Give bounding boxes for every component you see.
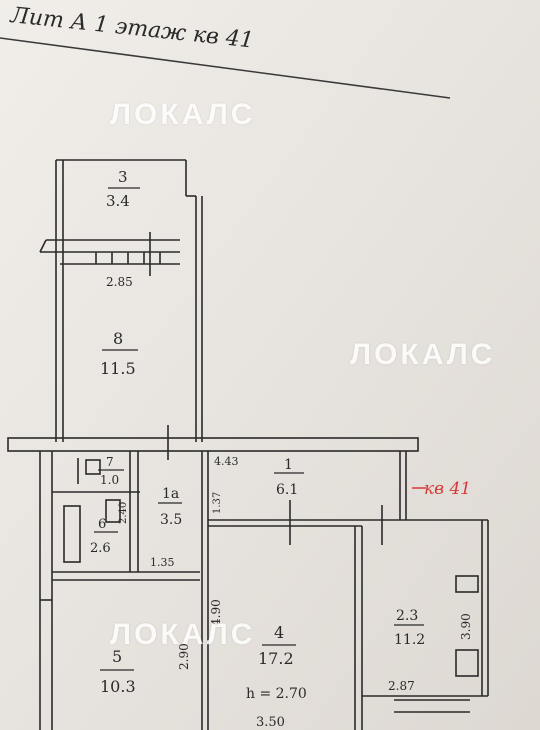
room-1a-area: 3.5	[160, 512, 182, 528]
room-8-area: 11.5	[100, 359, 136, 378]
dim-balcony-top: 2.85	[106, 275, 133, 289]
dim-corridor: 4.43	[214, 455, 239, 468]
room-8-number: 8	[113, 329, 123, 348]
dim-hall-side: 1.37	[212, 492, 223, 514]
room-3-area: 3.4	[106, 192, 130, 210]
dim-room6-side: 2.40	[118, 502, 129, 524]
fraction-bars	[94, 187, 424, 671]
dim-room5-side: 2.90	[177, 643, 191, 670]
room-1a-number: 1а	[162, 486, 179, 502]
room-5-area: 10.3	[100, 677, 136, 696]
room-6-area: 2.6	[90, 541, 111, 556]
dim-room23-side: 3.90	[459, 613, 473, 640]
room-23-number: 2.3	[396, 608, 418, 624]
watermark-logo: ЛОКАЛС	[110, 98, 256, 131]
watermark-logo: ЛОКАЛС	[350, 338, 496, 371]
room-7-number: 7	[106, 455, 114, 469]
walls	[7, 159, 489, 730]
room-3-number: 3	[118, 168, 128, 186]
room-23-area: 11.2	[394, 632, 425, 648]
annotation-text: кв 41	[424, 479, 471, 499]
ceiling-height: h = 2.70	[246, 686, 307, 702]
room-4-area: 17.2	[258, 649, 294, 668]
room-1-area: 6.1	[276, 482, 298, 498]
dim-hall-bottom: 1.35	[150, 556, 175, 569]
room-7-area: 1.0	[100, 473, 119, 487]
room-1-number: 1	[284, 457, 293, 473]
dim-room4-bottom: 3.50	[256, 715, 285, 730]
dim-room23-bottom: 2.87	[388, 679, 415, 693]
dim-room4-side: 4.90	[209, 599, 223, 626]
watermark-logo: ЛОКАЛС	[110, 618, 256, 651]
room-5-number: 5	[112, 647, 122, 666]
header-underline	[0, 37, 451, 99]
room-6-number: 6	[98, 517, 106, 532]
room-4-number: 4	[274, 623, 284, 642]
